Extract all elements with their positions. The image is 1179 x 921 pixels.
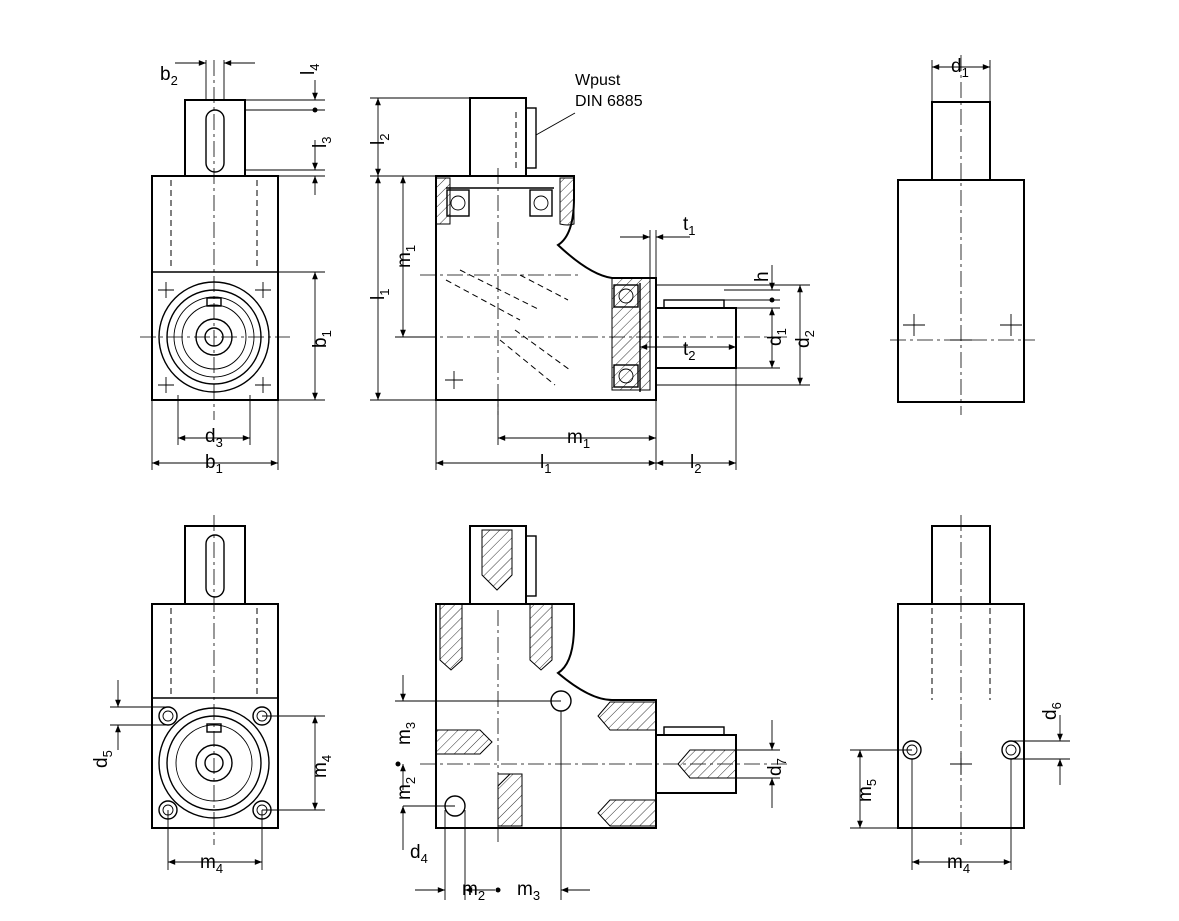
label-d5: d5: [91, 750, 115, 768]
label-m4-bottom-left: m4: [200, 852, 223, 876]
label-l2-bottom: l2: [690, 452, 701, 476]
view-section-top: Wpust DIN 6885: [370, 72, 810, 470]
label-m3-vert: m3: [394, 722, 418, 745]
label-l3: l3: [310, 137, 334, 148]
label-l1-vert: l1: [368, 289, 392, 300]
label-m2-bottom: m2: [462, 879, 485, 903]
label-d1-right: d1: [765, 328, 789, 346]
label-m4-vert: m4: [310, 755, 334, 778]
label-t2: t2: [683, 339, 696, 363]
label-m1-horiz: m1: [567, 427, 590, 451]
label-h: h: [752, 271, 773, 282]
label-d7: d7: [765, 758, 789, 776]
label-b1-bottom: b1: [205, 452, 223, 476]
label-m3-bottom: m3: [517, 879, 540, 903]
label-d3: d3: [205, 426, 223, 450]
label-d6: d6: [1040, 702, 1064, 720]
label-b2: b2: [160, 64, 178, 88]
note-din: DIN 6885: [575, 93, 643, 110]
view-front-top: [140, 60, 325, 470]
label-d1-top: d1: [951, 56, 969, 80]
label-m1-vert: m1: [394, 245, 418, 268]
label-m5: m5: [855, 779, 879, 802]
view-side-bottom: [850, 515, 1070, 870]
label-m4-bottom-right: m4: [947, 852, 970, 876]
label-t1: t1: [683, 214, 696, 238]
dimension-labels: b2 l4 l3 b1 d3 b1 l2 m1 l1 t1 h t2 d1 d2…: [91, 56, 1064, 903]
view-section-bottom: [395, 525, 790, 900]
note-wpust: Wpust: [575, 72, 621, 89]
label-l4: l4: [298, 64, 322, 75]
label-l2-left: l2: [368, 134, 392, 145]
view-side-top: [890, 55, 1035, 415]
view-front-bottom: [110, 515, 325, 870]
label-m2-vert: m2: [394, 777, 418, 800]
label-l1-horiz: l1: [540, 452, 551, 476]
label-b1-right: b1: [310, 330, 334, 348]
label-d4: d4: [410, 842, 428, 866]
label-d2: d2: [793, 330, 817, 348]
